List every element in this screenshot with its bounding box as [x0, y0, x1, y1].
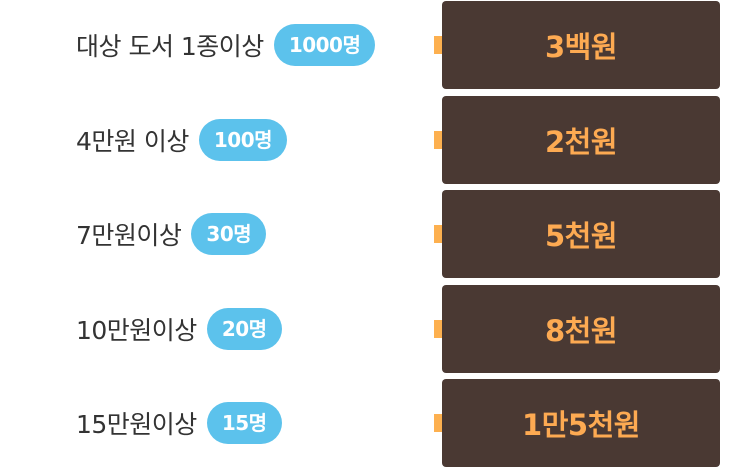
condition-label: 10만원이상 [76, 316, 197, 345]
tier-condition: 10만원이상 20명 [76, 284, 282, 374]
condition-label: 대상 도서 1종이상 [76, 32, 264, 61]
reward-box: 3백원 [442, 1, 720, 89]
tier-condition: 7만원이상 30명 [76, 189, 267, 279]
winner-count-badge: 20명 [206, 308, 282, 350]
tier-row-2: 4만원 이상 100명 2천원 [0, 95, 750, 185]
reward-amount: 2천원 [544, 125, 618, 159]
reward-box: 2천원 [442, 96, 720, 184]
tier-row-3: 7만원이상 30명 5천원 [0, 189, 750, 279]
reward-box: 1만5천원 [442, 379, 720, 467]
tier-condition: 대상 도서 1종이상 1000명 [76, 0, 376, 90]
winner-count-badge: 100명 [198, 119, 288, 161]
reward-amount: 3백원 [544, 30, 618, 64]
reward-amount: 1만5천원 [522, 408, 640, 442]
reward-amount: 8천원 [544, 314, 618, 348]
condition-label: 7만원이상 [76, 221, 182, 250]
condition-label: 15만원이상 [76, 410, 197, 439]
winner-count-badge: 1000명 [273, 24, 376, 66]
condition-label: 4만원 이상 [76, 127, 189, 156]
reward-amount: 5천원 [544, 219, 618, 253]
winner-count-badge: 30명 [191, 213, 267, 255]
tier-row-1: 대상 도서 1종이상 1000명 3백원 [0, 0, 750, 90]
tier-condition: 4만원 이상 100명 [76, 95, 288, 185]
reward-box: 8천원 [442, 285, 720, 373]
reward-box: 5천원 [442, 190, 720, 278]
tier-row-5: 15만원이상 15명 1만5천원 [0, 378, 750, 468]
tier-row-4: 10만원이상 20명 8천원 [0, 284, 750, 374]
winner-count-badge: 15명 [206, 402, 282, 444]
tier-condition: 15만원이상 15명 [76, 378, 282, 468]
